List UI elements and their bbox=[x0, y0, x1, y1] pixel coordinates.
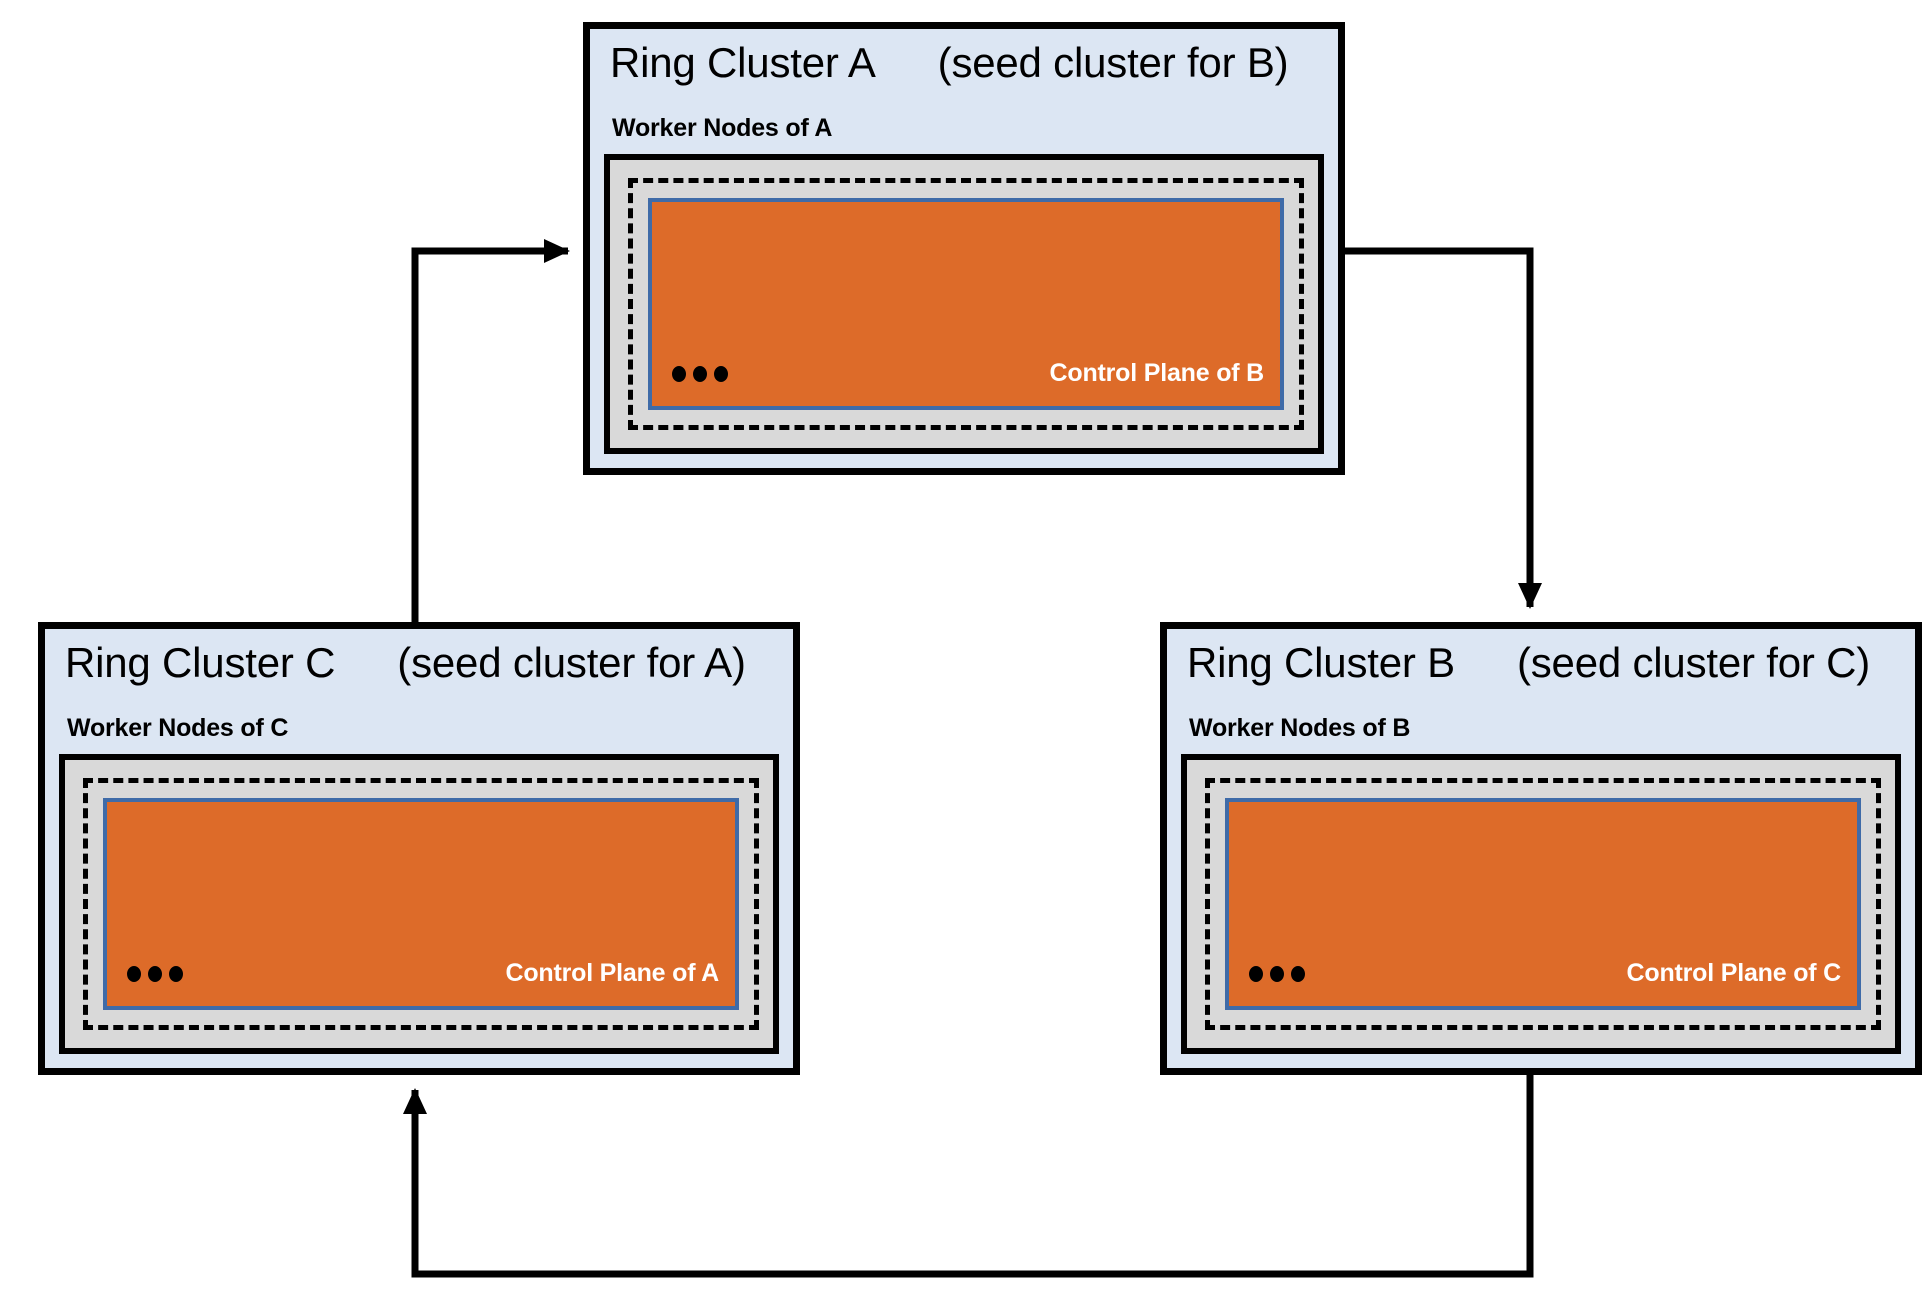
ellipsis-icon bbox=[672, 366, 728, 382]
cluster-c-seed-note: (seed cluster for A) bbox=[397, 639, 746, 686]
cluster-b-title: Ring Cluster B (seed cluster for C) bbox=[1187, 639, 1870, 687]
cluster-a-worker-nodes-label: Worker Nodes of A bbox=[612, 114, 833, 142]
cluster-c-worker-nodes-box[interactable]: Control Plane of A bbox=[59, 754, 779, 1054]
cluster-c-control-plane-label: Control Plane of A bbox=[505, 959, 719, 987]
cluster-b-seed-note: (seed cluster for C) bbox=[1516, 639, 1871, 686]
arrow-b-to-c bbox=[403, 1075, 1534, 1278]
cluster-a-title: Ring Cluster A (seed cluster for B) bbox=[610, 39, 1289, 87]
ring-cluster-a[interactable]: Ring Cluster A (seed cluster for B) Work… bbox=[583, 22, 1345, 475]
cluster-b-control-plane-label: Control Plane of C bbox=[1626, 959, 1842, 987]
cluster-b-worker-nodes-label: Worker Nodes of B bbox=[1189, 714, 1411, 742]
cluster-b-name: Ring Cluster B bbox=[1187, 639, 1455, 686]
cluster-c-title: Ring Cluster C (seed cluster for A) bbox=[65, 639, 746, 687]
ring-cluster-c[interactable]: Ring Cluster C (seed cluster for A) Work… bbox=[38, 622, 800, 1075]
cluster-b-worker-nodes-box[interactable]: Control Plane of C bbox=[1181, 754, 1901, 1054]
cluster-c-namespace-boundary: Control Plane of A bbox=[83, 778, 759, 1030]
cluster-b-control-plane-of-c[interactable]: Control Plane of C bbox=[1225, 798, 1861, 1010]
cluster-c-name: Ring Cluster C bbox=[65, 639, 336, 686]
cluster-a-control-plane-label: Control Plane of B bbox=[1049, 359, 1265, 387]
arrow-a-to-b bbox=[1345, 247, 1542, 609]
cluster-c-control-plane-of-a[interactable]: Control Plane of A bbox=[103, 798, 739, 1010]
cluster-a-control-plane-of-b[interactable]: Control Plane of B bbox=[648, 198, 1284, 410]
ring-cluster-b[interactable]: Ring Cluster B (seed cluster for C) Work… bbox=[1160, 622, 1922, 1075]
ellipsis-icon bbox=[127, 966, 183, 982]
cluster-c-worker-nodes-label: Worker Nodes of C bbox=[67, 714, 289, 742]
ellipsis-icon bbox=[1249, 966, 1305, 982]
cluster-a-seed-note: (seed cluster for B) bbox=[937, 39, 1289, 86]
cluster-a-name: Ring Cluster A bbox=[610, 39, 876, 86]
cluster-a-worker-nodes-box[interactable]: Control Plane of B bbox=[604, 154, 1324, 454]
cluster-b-namespace-boundary: Control Plane of C bbox=[1205, 778, 1881, 1030]
cluster-a-namespace-boundary: Control Plane of B bbox=[628, 178, 1304, 430]
